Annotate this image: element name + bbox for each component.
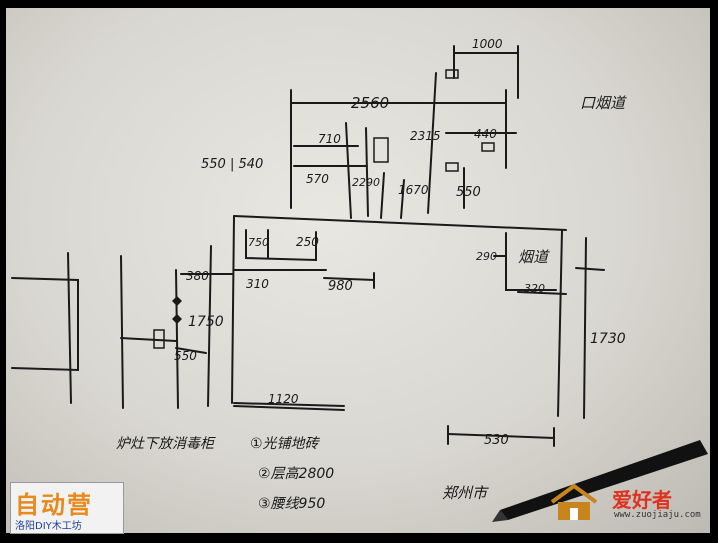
dim-2315: 2315 — [410, 129, 441, 143]
dim-290: 290 — [476, 250, 497, 263]
dim-2560: 2560 — [351, 94, 389, 112]
dim-1750: 1750 — [188, 314, 224, 330]
dim-570: 570 — [306, 172, 329, 186]
logo-left-subtitle: 洛阳DIY木工坊 — [15, 521, 82, 532]
note-waistline: ③腰线950 — [258, 496, 325, 512]
sketch-photo: 口烟道 烟道 2560 1000 2315 440 550 550 | 540 … — [6, 8, 710, 533]
dim-710: 710 — [318, 132, 341, 146]
logo-right-url: www.zuojiaju.com — [614, 510, 701, 520]
dim-1670: 1670 — [398, 183, 429, 197]
dim-440: 440 — [474, 127, 497, 141]
dim-980: 980 — [328, 279, 353, 294]
logo-right: 爱好者 www.zuojiaju.com — [548, 478, 708, 528]
logo-left: 自动营 洛阳DIY木工坊 — [10, 482, 124, 534]
logo-left-title: 自动营 — [15, 491, 93, 519]
note-floor-height: ②层高2800 — [258, 466, 334, 482]
left-inner-wall — [231, 215, 235, 404]
left-wall — [207, 245, 212, 407]
dim-1730: 1730 — [590, 331, 626, 347]
dim-320: 320 — [524, 282, 545, 295]
note-disinfection-cabinet: 炉灶下放消毒柜 — [116, 436, 216, 452]
note-floor-tile: ①光铺地砖 — [250, 436, 321, 452]
floor-plan-sketch: 口烟道 烟道 2560 1000 2315 440 550 550 | 540 … — [11, 37, 627, 512]
dim-380: 380 — [186, 269, 209, 283]
right-wall — [557, 229, 563, 417]
dim-550-540: 550 | 540 — [201, 157, 263, 172]
note-city: 郑州市 — [442, 484, 489, 502]
bottom-wall — [233, 402, 345, 407]
label-smoke-duct: 烟道 — [518, 248, 550, 266]
house-icon — [550, 483, 598, 520]
dim-530: 530 — [484, 433, 509, 448]
label-smoke-duct-key: 口烟道 — [580, 94, 627, 112]
dim-1120: 1120 — [268, 392, 299, 406]
dim-2290: 2290 — [352, 176, 380, 189]
dim-550-left: 550 — [174, 349, 197, 363]
logo-right-name: 爱好者 — [612, 488, 672, 512]
dim-750: 750 — [248, 236, 269, 249]
top-wall — [233, 215, 567, 231]
dim-310: 310 — [246, 277, 269, 291]
dim-250: 250 — [296, 235, 319, 249]
dim-550-top: 550 — [456, 185, 481, 200]
dim-1000: 1000 — [472, 37, 503, 51]
